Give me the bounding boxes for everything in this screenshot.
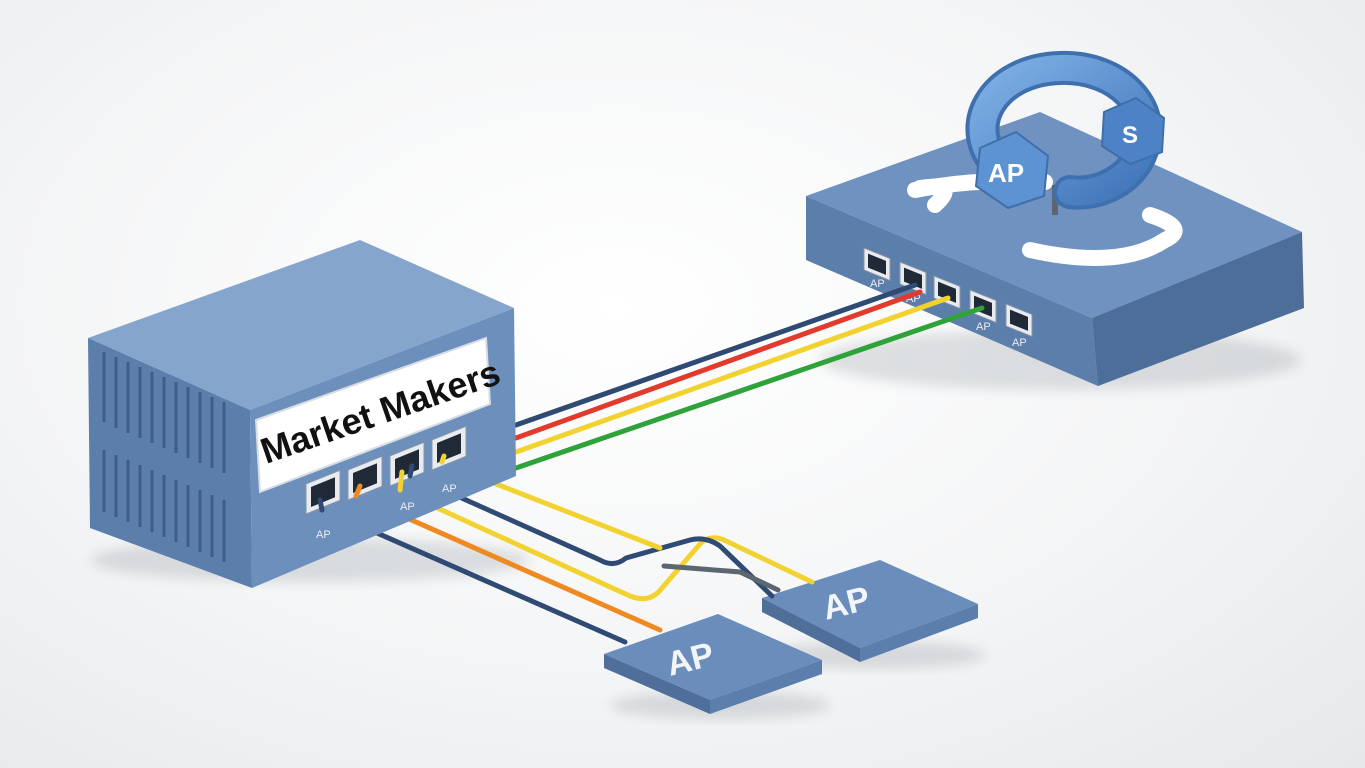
switch-ports: AP AP AP AP [863, 247, 1033, 349]
mm-port-label: AP [400, 501, 415, 513]
switch-side-face [1092, 232, 1304, 386]
switch-port-label: AP [976, 321, 991, 333]
mm-port-label: AP [442, 483, 457, 495]
uplink-cables [513, 282, 985, 471]
cable-green-uplink [513, 305, 985, 471]
port-cable-stubs [317, 453, 447, 513]
switch-port-1[interactable] [863, 247, 891, 282]
cable-red-uplink [513, 289, 923, 441]
switch-port-label: AP [1012, 337, 1027, 349]
ap-pad-right[interactable]: AP [762, 560, 978, 662]
market-makers-server: Market Makers AP AP AP [88, 240, 516, 588]
cable-gray-downlink [661, 563, 781, 593]
ap-pad-left[interactable]: AP [604, 614, 822, 714]
mm-top-face [88, 240, 514, 410]
switch-port-5[interactable] [1005, 303, 1033, 338]
switch-port-label: AP [870, 278, 885, 290]
ring-s-label: S [1122, 122, 1138, 149]
mm-port-label: AP [316, 529, 331, 541]
mm-label-panel [254, 336, 492, 494]
mm-port-1[interactable] [305, 469, 341, 515]
ring-ap-label: AP [988, 158, 1024, 188]
mm-vents [102, 352, 226, 562]
ring-ap-badge [974, 130, 1050, 210]
sync-ring: AP S [965, 50, 1166, 210]
ring-s-badge [1100, 96, 1166, 166]
cable-navy-uplink [513, 282, 918, 428]
cable-yellow-uplink [513, 295, 951, 455]
